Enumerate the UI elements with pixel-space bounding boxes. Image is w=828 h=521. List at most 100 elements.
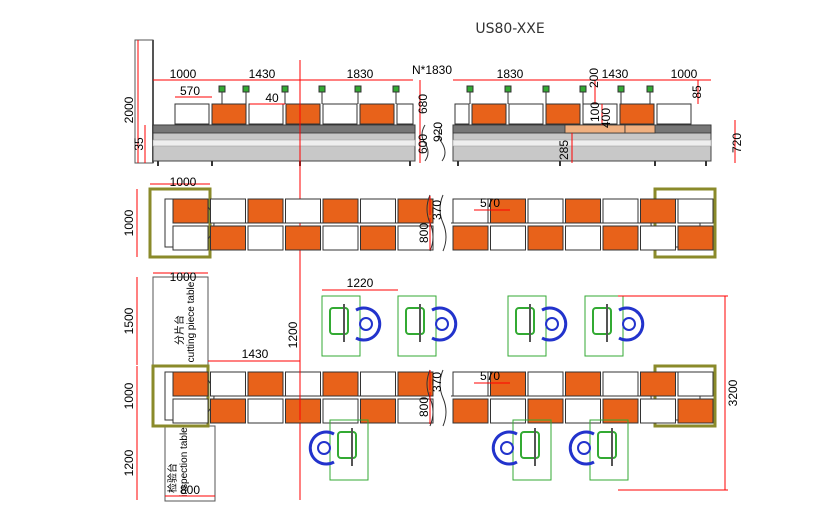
dim-v-3: 100: [588, 102, 602, 122]
conveyor-cell: [322, 198, 359, 224]
sewing-machine-icon: [597, 431, 617, 459]
conveyor-cell: [172, 371, 209, 397]
drawing-title: US80-XXE: [475, 21, 544, 37]
plan-bottom-dim-8: 800: [417, 397, 431, 417]
conveyor-cell: [210, 371, 246, 397]
plan-top-mid-1: 800: [417, 223, 431, 243]
conveyor-cell: [247, 398, 284, 424]
workstation: [308, 419, 369, 481]
conveyor-cell: [210, 198, 246, 224]
conveyor-cell: [640, 198, 676, 224]
conveyor-cell: [677, 198, 714, 224]
inspection-table-en: inspection table: [179, 427, 190, 497]
conveyor-cell: [677, 371, 714, 397]
workstation-frame: [584, 295, 624, 357]
plan-bottom-dim-2: 1000: [122, 382, 136, 409]
dim-v-2: 600: [416, 134, 430, 154]
conveyor-cell: [397, 225, 434, 251]
plan-bottom-dim-5: 1200: [286, 321, 300, 348]
conveyor-cell: [490, 398, 526, 424]
workstation-frame: [507, 295, 547, 357]
conveyor-cell: [322, 371, 359, 397]
workstation: [507, 295, 568, 357]
conveyor-cell: [490, 198, 526, 224]
sewing-machine-icon: [337, 431, 357, 459]
conveyor-cell: [452, 198, 489, 224]
dim-height: 2000: [122, 96, 136, 123]
plan-bottom: 分片台 cutting piece table 检验台 inspection t…: [122, 270, 740, 502]
operator-icon: [491, 430, 518, 466]
dim-left-4: 1830: [347, 67, 374, 81]
conveyor-cell: [490, 371, 526, 397]
plan-top-pitch: 570: [480, 196, 500, 210]
dim-right-2: 1430: [602, 67, 629, 81]
dim-left-1: 570: [180, 84, 200, 98]
plan-bottom-dim-6: 1430: [242, 347, 269, 361]
conveyor-cell: [602, 225, 639, 251]
plan-bottom-dim-7: 370: [430, 372, 444, 392]
inspection-table-zh: 检验台: [166, 463, 179, 493]
operator-icon: [355, 306, 382, 342]
conveyor-cell: [210, 225, 246, 251]
plan-top-end-dim: 1000: [170, 175, 197, 189]
conveyor-cell: [565, 371, 601, 397]
dim-right-3: 1000: [671, 67, 698, 81]
workstations: [308, 295, 645, 481]
operator-icon: [431, 306, 458, 342]
conveyor-cell: [527, 225, 564, 251]
dim-base: 35: [132, 137, 146, 151]
conveyor-cell: [527, 371, 564, 397]
conveyor-cell: [285, 198, 321, 224]
operator-icon: [568, 430, 595, 466]
workstation-frame: [589, 419, 629, 481]
conveyor-cell: [360, 225, 396, 251]
workstation-frame: [321, 295, 361, 357]
dim-right-4: 85: [690, 85, 704, 99]
plan-bottom-dim-3: 1200: [122, 449, 136, 476]
sewing-machine-icon: [520, 431, 540, 459]
workstation: [491, 419, 552, 481]
conveyor-cell: [247, 225, 284, 251]
dim-left-3: 40: [265, 91, 279, 105]
elevation-hangers-right: [454, 103, 692, 134]
cutting-table-zh: 分片台: [173, 315, 186, 345]
conveyor-cell: [210, 398, 246, 424]
workstation-frame: [397, 295, 437, 357]
conveyor-cell: [527, 398, 564, 424]
dim-v-1: 920: [431, 122, 445, 142]
conveyor-cell: [285, 371, 321, 397]
conveyor-cell: [172, 225, 209, 251]
plan-bottom-dim-11: 800: [180, 483, 200, 497]
conveyor-cell: [677, 225, 714, 251]
plan-bottom-cells-right: [452, 371, 714, 424]
plan-bottom-dim-10: 3200: [726, 379, 740, 406]
plan-bottom-dim-0: 1000: [170, 270, 197, 284]
plan-top: 1000 1000 370 800 570: [122, 175, 717, 259]
conveyor-cell: [565, 198, 601, 224]
conveyor-cell: [640, 398, 676, 424]
workstation: [321, 295, 382, 357]
sewing-machine-icon: [515, 307, 535, 335]
dim-right-1: 200: [587, 68, 601, 88]
conveyor-cell: [527, 198, 564, 224]
sewing-machine-icon: [592, 307, 612, 335]
conveyor-cell: [322, 398, 359, 424]
workstation: [568, 419, 629, 481]
workstation: [397, 295, 458, 357]
conveyor-cell: [360, 398, 396, 424]
dim-left-2: 1430: [249, 67, 276, 81]
plan-top-depth-dim: 1000: [122, 209, 136, 236]
conveyor-cell: [247, 371, 284, 397]
sewing-machine-icon: [405, 307, 425, 335]
conveyor-cell: [677, 398, 714, 424]
workstation: [584, 295, 645, 357]
conveyor-cell: [172, 198, 209, 224]
station-markers: [218, 85, 654, 104]
conveyor-cell: [452, 225, 489, 251]
conveyor-cell: [452, 398, 489, 424]
conveyor-cell: [360, 371, 396, 397]
conveyor-cell: [490, 225, 526, 251]
plan-top-mid-0: 370: [430, 200, 444, 220]
conveyor-cell: [565, 225, 601, 251]
